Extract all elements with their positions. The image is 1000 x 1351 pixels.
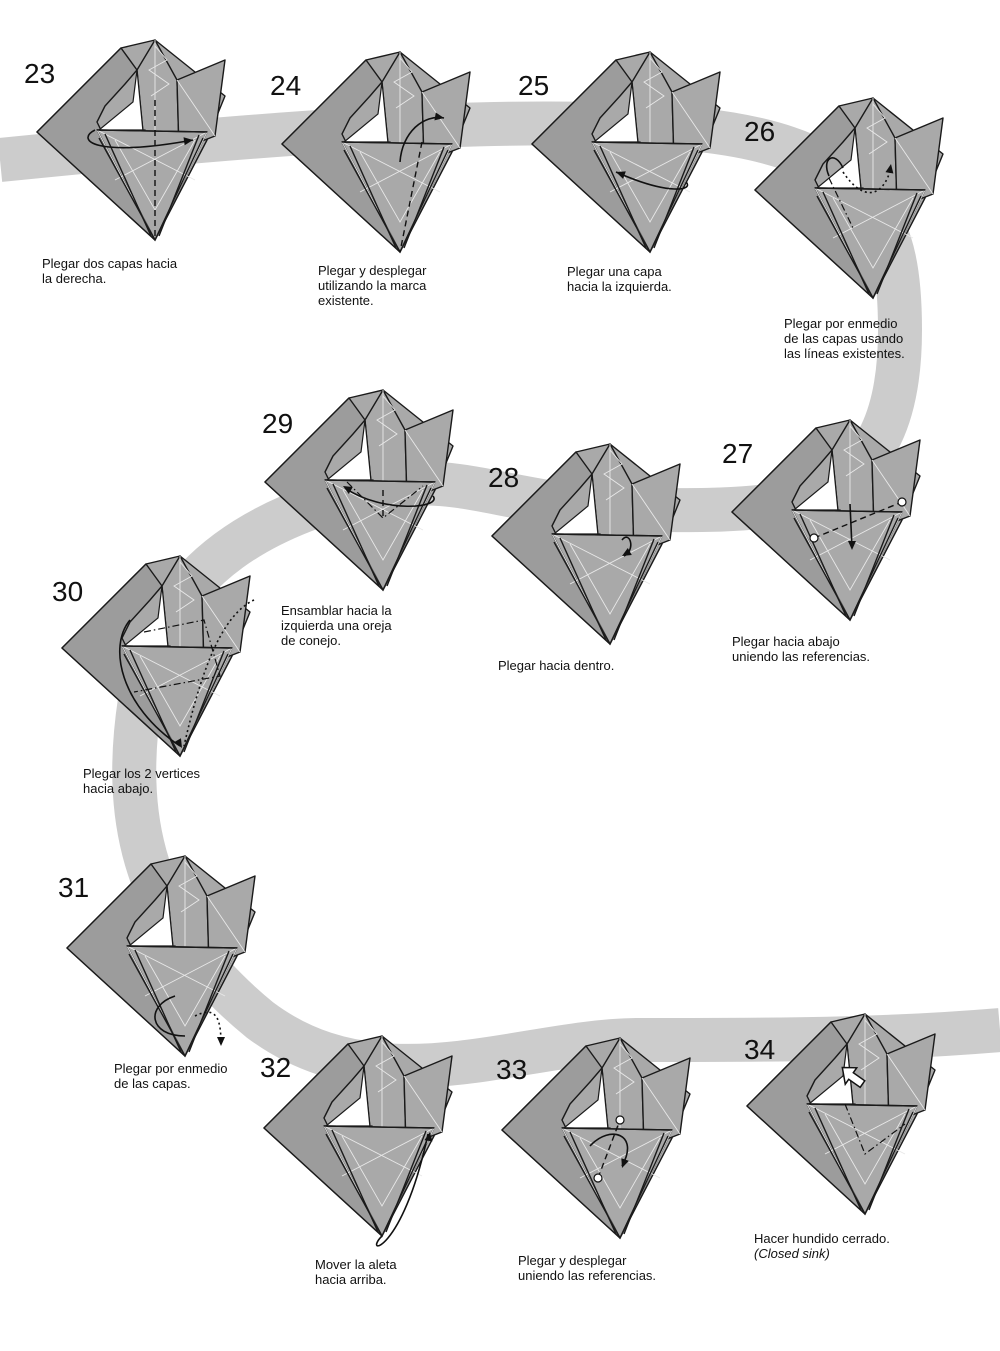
model-step-27 <box>731 419 921 622</box>
step-number-30: 30 <box>52 576 84 607</box>
model-step-30 <box>61 555 255 758</box>
model-step-25 <box>531 51 721 254</box>
model-step-31 <box>66 855 256 1058</box>
step-number-29: 29 <box>262 408 294 439</box>
model-step-34 <box>746 1013 936 1216</box>
step-number-26: 26 <box>744 116 776 147</box>
step-caption-34: Hacer hundido cerrado.(Closed sink) <box>754 1231 890 1261</box>
step-number-28: 28 <box>488 462 520 493</box>
step-number-32: 32 <box>260 1052 292 1083</box>
model-step-33 <box>501 1037 691 1240</box>
model-step-29 <box>264 389 454 592</box>
model-step-24 <box>281 51 471 254</box>
model-step-23 <box>36 39 226 242</box>
model-step-26 <box>754 97 944 300</box>
step-number-25: 25 <box>518 70 550 101</box>
model-step-32 <box>263 1035 453 1247</box>
model-step-28 <box>491 443 681 646</box>
step-number-33: 33 <box>496 1054 528 1085</box>
step-number-27: 27 <box>722 438 754 469</box>
step-number-34: 34 <box>744 1034 776 1065</box>
step-number-23: 23 <box>24 58 56 89</box>
step-number-31: 31 <box>58 872 90 903</box>
step-number-24: 24 <box>270 70 302 101</box>
step-caption-28: Plegar hacia dentro. <box>498 658 615 673</box>
